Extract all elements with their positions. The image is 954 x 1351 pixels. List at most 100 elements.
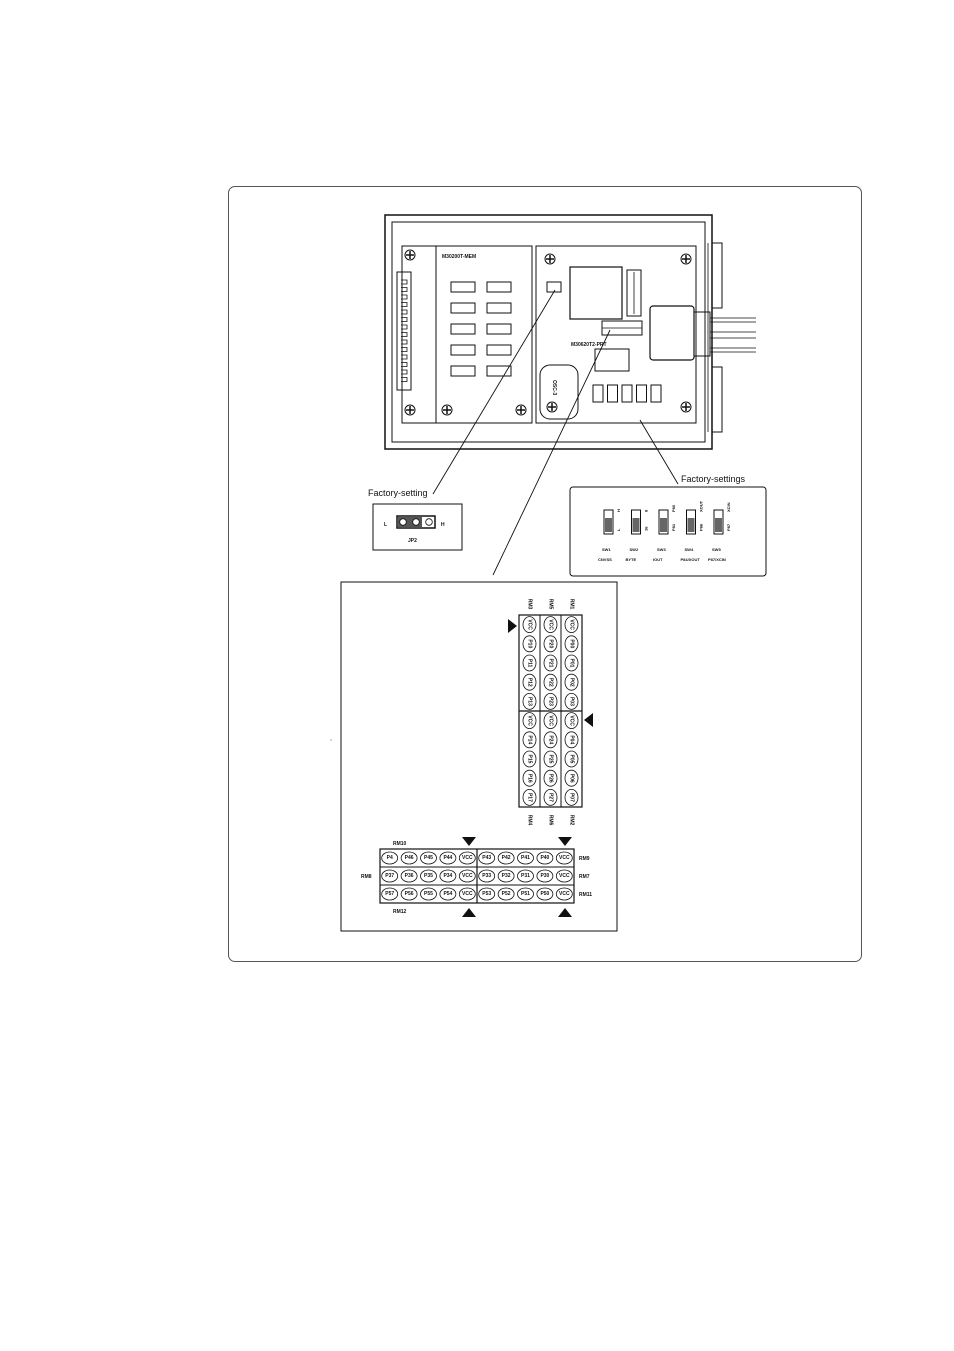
rm-pin (478, 869, 496, 883)
jp2-caption: Factory-setting (368, 488, 428, 498)
memory-chip (486, 365, 512, 377)
connector-pin (401, 294, 408, 300)
rm-pin-label: P37 (385, 873, 394, 879)
mem-board: M30200T-MEM (401, 245, 533, 424)
rm-pin (543, 750, 558, 768)
rm-pin-label: VCC (569, 619, 575, 630)
switch-lever (715, 518, 722, 532)
rm-pin (536, 887, 554, 901)
memory-chip (450, 302, 476, 314)
switch-name: SW3 (657, 547, 666, 552)
switch-top-label: XOUT (699, 500, 704, 512)
connector-pin (401, 339, 408, 345)
rm-label-top: RM3 (527, 599, 533, 610)
rm-pin-label: VCC (527, 715, 533, 726)
rm-label-right: RM11 (579, 892, 592, 898)
rm-pin (564, 769, 579, 787)
rm-pin (543, 673, 558, 691)
pin1-marker-icon (462, 908, 476, 917)
memory-chip (486, 302, 512, 314)
rm-pin (381, 869, 399, 883)
rm-pin (522, 789, 537, 806)
switch-function: CNVSS (598, 557, 612, 562)
pin1-marker-icon (508, 619, 517, 633)
switch-name: SW1 (602, 547, 611, 552)
rm-label-right: RM9 (579, 856, 590, 862)
rm-pin-label: P57 (385, 891, 394, 897)
rm-pin (536, 869, 554, 883)
rm-pin-label: P25 (548, 755, 554, 764)
memory-chip (486, 323, 512, 335)
rm-label-bottom: RM4 (527, 815, 533, 826)
rm-pin (517, 887, 534, 901)
screw-icon (441, 404, 453, 416)
jp2-left-label: L (384, 522, 387, 528)
rm-pin (564, 789, 579, 806)
board-switch (636, 384, 647, 403)
rm-pin-label: VCC (559, 891, 570, 897)
rm-pin (522, 616, 537, 633)
screw-icon (546, 401, 558, 413)
rm-pin-label: P51 (521, 891, 530, 897)
prt-board-label: M30620T2-PRT (571, 342, 607, 348)
rm-label-bottom: RM2 (569, 815, 575, 826)
rm-pin-label: P15 (527, 755, 533, 764)
rm-pin-label: P02 (569, 678, 575, 687)
switch-bottom-label: P81 (671, 523, 676, 531)
rm-pin-label: P31 (521, 873, 530, 879)
rm-pin-label: P17 (527, 793, 533, 802)
rm-pin-label: P45 (424, 855, 433, 861)
rm-pin (543, 769, 558, 787)
rm-pin-label: VCC (559, 855, 570, 861)
switch-top-label: 8 (644, 509, 649, 512)
rm-pin-label: P10 (527, 639, 533, 648)
board-switch (607, 384, 618, 403)
rm-pin-label: P27 (548, 793, 554, 802)
board-switch (650, 384, 662, 403)
connector-pin (401, 324, 408, 330)
rm-label-right: RM7 (579, 874, 590, 880)
rm-pin-label: VCC (462, 891, 473, 897)
mem-board-label: M30200T-MEM (442, 254, 476, 260)
rm-pin (543, 693, 558, 710)
rm-pin (420, 887, 437, 901)
osc-module (539, 364, 579, 420)
screw-icon (680, 401, 692, 413)
switch-bottom-label: 16 (644, 526, 649, 531)
leader-lines (432, 289, 679, 576)
rm-pin (497, 851, 515, 865)
rm-pin-label: VCC (548, 715, 554, 726)
rm-pin-label: VCC (569, 715, 575, 726)
rm-pin (536, 851, 554, 865)
jp2-jumper-on-board (546, 281, 562, 293)
rm-pin-label: P24 (548, 735, 554, 744)
resistor-module-panel: VCCP10P11P12P13VCCP14P15P16P17VCCP20P21P… (330, 581, 618, 932)
rm-pin (458, 851, 476, 865)
cpu-chip (569, 266, 623, 320)
rm-pin-label: P00 (569, 639, 575, 648)
rm-pin (543, 731, 558, 749)
rm-pin (400, 887, 418, 901)
rm-pin (564, 731, 579, 749)
switch-bottom-label: P86 (699, 523, 704, 531)
rm-pin-label: P32 (502, 873, 511, 879)
connector-pin (401, 317, 408, 322)
switch-name: SW4 (685, 547, 694, 552)
rm-pin-label: P03 (569, 697, 575, 706)
rm-pin (517, 851, 534, 865)
rm-pin (400, 851, 418, 865)
rm-pin-label: P42 (502, 855, 511, 861)
rm-pin (458, 887, 476, 901)
rm-pin (522, 731, 537, 749)
edge-connector (396, 271, 412, 391)
rm-label-top: RM5 (548, 599, 554, 610)
rm-pin-label: P06 (569, 774, 575, 783)
rm-pin-label: P23 (548, 697, 554, 706)
rm-pin (517, 869, 534, 883)
memory-chip (450, 281, 476, 293)
rm-pin (564, 693, 579, 710)
rm-pin (522, 750, 537, 768)
